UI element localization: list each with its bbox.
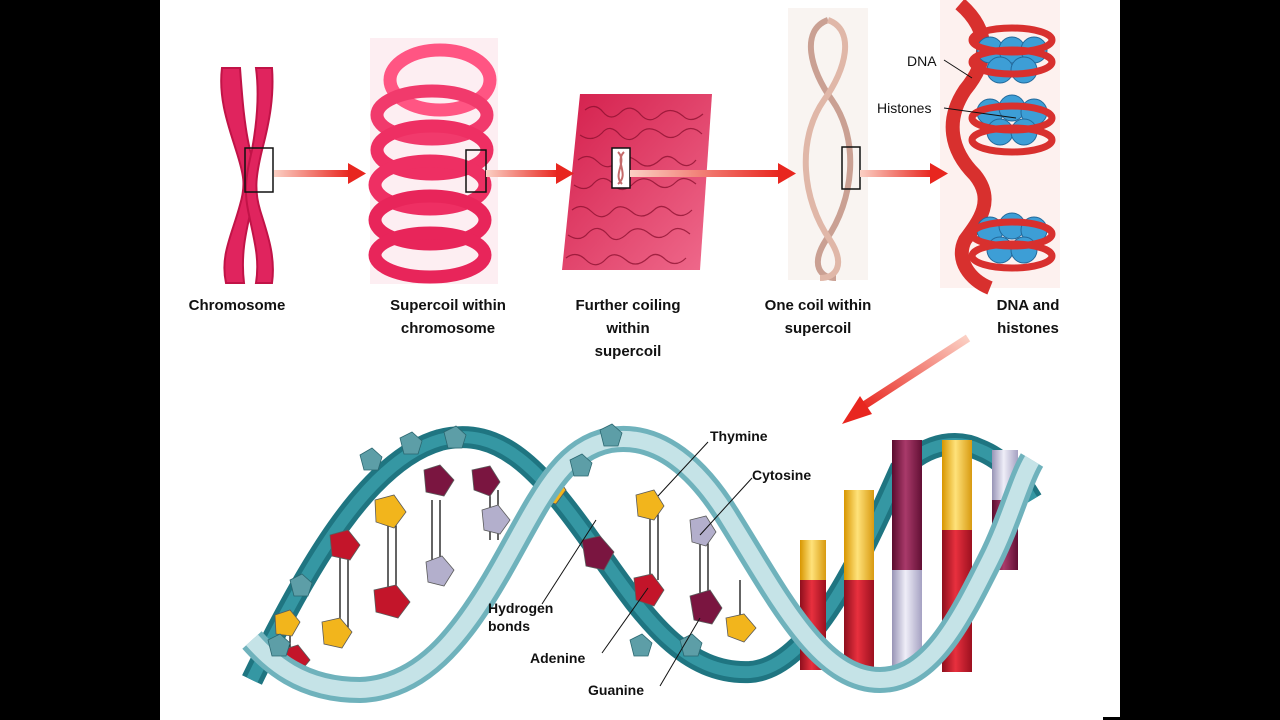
dna-label: DNA <box>907 53 937 69</box>
stage-label-supercoil: Supercoil within chromosome <box>390 297 506 337</box>
stage-label-chromosome: Chromosome <box>188 297 286 314</box>
stage-arrows <box>274 163 971 424</box>
diagram-canvas: Chromosome Supercoil within chromosome F… <box>160 0 1120 720</box>
cytosine-label: Cytosine <box>752 467 812 483</box>
stage-label-dna-histones: DNA and histones <box>996 297 1060 337</box>
thymine-label: Thymine <box>710 428 768 444</box>
histones-label: Histones <box>877 100 932 116</box>
diagram-graphics <box>220 0 1060 704</box>
chromosome-figure <box>220 67 274 284</box>
guanine-label: Guanine <box>588 682 645 698</box>
supercoil-figure <box>368 38 498 284</box>
stage-label-one-coil: One coil within supercoil <box>764 297 872 337</box>
adenine-label: Adenine <box>530 650 586 666</box>
stage-label-further-coiling: Further coiling within supercoil <box>575 297 681 360</box>
nucleosome-figure <box>940 0 1060 295</box>
double-helix-figure <box>242 423 1044 704</box>
hydrogen-bonds-label: Hydrogen bonds <box>488 600 554 634</box>
further-coiling-figure <box>562 94 712 270</box>
one-coil-figure <box>788 8 868 281</box>
corner-mark <box>1103 717 1125 720</box>
